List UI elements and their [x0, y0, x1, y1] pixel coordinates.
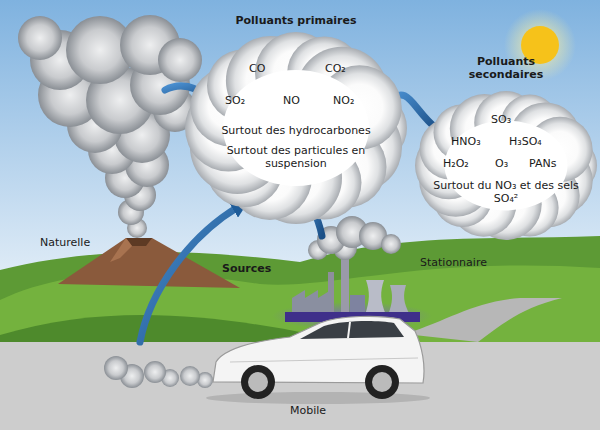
road	[0, 298, 600, 430]
factory-smoke-part	[381, 234, 401, 254]
car	[206, 316, 430, 404]
exhaust-smoke-part	[144, 361, 166, 383]
pollutant-text: SO₃	[491, 113, 511, 126]
pollutant-cloud: Polluants primairesCO CO₂ SO₂ NO NO₂ Surtout …	[185, 12, 407, 224]
hills	[0, 236, 600, 430]
pollutant-text: Surtout des particules en suspension	[221, 144, 371, 170]
factory-part	[388, 285, 410, 315]
pollutant-text: Surtout des hydrocarbones	[205, 124, 387, 137]
pollutant-text: NO₂	[333, 94, 354, 107]
pollutant-text: CO	[249, 62, 265, 75]
exhaust-smoke-part	[180, 366, 200, 386]
car-part	[206, 392, 430, 404]
pollutant-text: Surtout du NO₃ et des sels SO₄²	[425, 179, 587, 205]
cloud-heading: Polluants secondaires	[451, 55, 561, 81]
factory-part	[365, 280, 386, 315]
source-label: Mobile	[290, 404, 326, 417]
source-label: Naturelle	[40, 236, 90, 249]
pollutant-text: SO₂	[225, 94, 245, 107]
factory-part	[341, 252, 349, 314]
pollutant-text: H₂O₂	[443, 157, 469, 170]
pollutant-text: PANs	[529, 157, 556, 170]
pollutant-text: H₃SO₄	[509, 135, 542, 148]
car-part	[300, 321, 404, 339]
hills-part	[0, 265, 600, 430]
car-part	[365, 365, 399, 399]
source-label: Sources	[222, 262, 271, 275]
cloud-heading: Polluants primaires	[185, 14, 407, 27]
hills-part	[0, 236, 600, 430]
pollutant-text: HNO₃	[451, 135, 481, 148]
volcano-smoke	[18, 15, 202, 238]
car-part	[248, 372, 268, 392]
pollutant-text: O₃	[495, 157, 508, 170]
exhaust-smoke-part	[104, 356, 128, 380]
car-part	[241, 365, 275, 399]
car-part	[230, 358, 418, 362]
factory-part	[292, 290, 331, 315]
source-label: Stationnaire	[420, 256, 487, 269]
volcano-part	[110, 238, 132, 262]
volcano-smoke-part	[18, 16, 62, 60]
exhaust-smoke	[104, 356, 213, 388]
pollutant-cloud: Polluants secondairesSO₃ HNO₃ H₃SO₄ H₂O₂ O₃ P…	[415, 55, 597, 240]
car-part	[348, 322, 350, 338]
car-part	[372, 372, 392, 392]
pollutant-text: CO₂	[325, 62, 346, 75]
pollutant-text: NO	[283, 94, 300, 107]
volcano-smoke-part	[158, 38, 202, 82]
